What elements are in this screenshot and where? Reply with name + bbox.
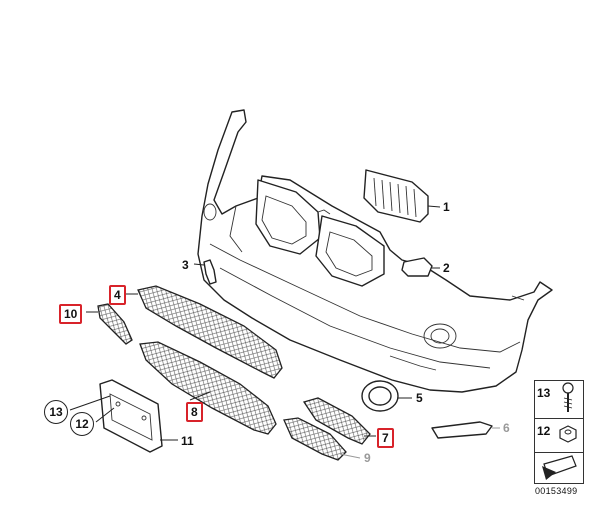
bracket [203,259,217,285]
sidebar-label-13: 13 [537,386,551,400]
kidney-grille [363,169,429,223]
side-grille [97,303,133,345]
callout-11[interactable]: 11 [181,434,194,448]
callout-7[interactable]: 7 [377,428,394,448]
callout-12[interactable]: 12 [70,412,94,436]
lower-side-grille-lower [283,417,347,461]
sidebar-label-12: 12 [537,424,551,438]
fog-light-ring [361,380,399,412]
grille-carrier [255,179,385,287]
tow-hook-cover [401,257,433,277]
callout-1[interactable]: 1 [443,200,450,214]
trim-strip [431,421,493,439]
callout-8[interactable]: 8 [186,402,203,422]
callout-2[interactable]: 2 [443,261,450,275]
diagram-number: 00153499 [535,486,578,496]
callout-9[interactable]: 9 [364,451,371,465]
licence-plate-base [99,379,163,453]
callout-13[interactable]: 13 [44,400,68,424]
callout-3[interactable]: 3 [182,258,189,272]
callout-6[interactable]: 6 [503,421,510,435]
callout-4[interactable]: 4 [109,285,126,305]
lower-mesh-grille [139,341,277,435]
callout-10[interactable]: 10 [59,304,83,324]
callout-5[interactable]: 5 [416,391,423,405]
lower-side-grille-upper [302,397,371,445]
sidebar-cell-arrow [534,452,584,484]
upper-mesh-grille [137,285,283,379]
